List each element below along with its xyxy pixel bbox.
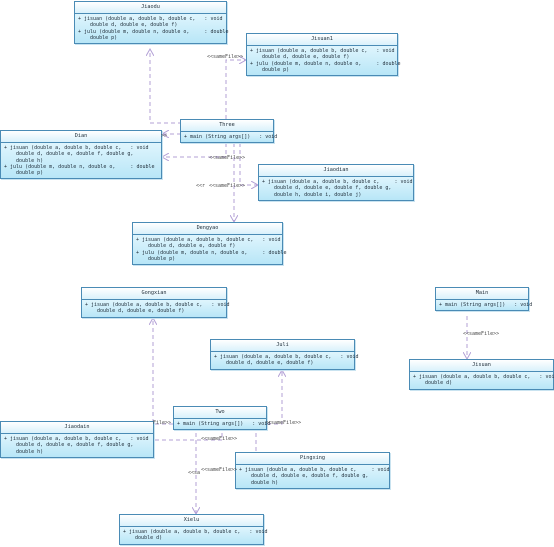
- method: + main (String args[]) : void: [177, 421, 271, 427]
- stereotype-label-fragment: <<sa: [188, 470, 201, 476]
- edge-two-juli: [267, 370, 282, 425]
- edge-three-dian-2: [162, 143, 227, 157]
- class-name: Jisuan1: [247, 34, 397, 46]
- class-name: Dian: [1, 131, 161, 143]
- method-list: + jisuan (double a, double b, double c, …: [211, 352, 359, 369]
- class-name: Jiaodian: [259, 165, 413, 177]
- class-juli[interactable]: Juli + jisuan (double a, double b, doubl…: [210, 339, 359, 370]
- stereotype-label: <<sameFile>>: [463, 331, 500, 337]
- edge-two-jiaodain: [125, 433, 223, 440]
- method: + jisuan (double a, double b, double c, …: [262, 179, 413, 198]
- class-jiaodu[interactable]: Jiaodu + jisuan (double a, double b, dou…: [74, 1, 229, 45]
- method: + julu (double m, double n, double o, : …: [136, 249, 287, 262]
- method-list: + jisuan (double a, double b, double c, …: [1, 143, 161, 179]
- class-name: Two: [174, 407, 266, 419]
- class-name: Jisuan: [410, 360, 553, 372]
- class-gongxian[interactable]: Gongxian + jisuan (double a, double b, d…: [81, 287, 230, 318]
- edge-three-jiaodu: [150, 49, 182, 124]
- method: + julu (double m, double n, double o, : …: [250, 60, 401, 73]
- method: + jisuan (double a, double b, double c, …: [136, 237, 281, 250]
- method-list: + main (String args[]) : void: [436, 300, 533, 311]
- method: + jisuan (double a, double b, double c, …: [85, 302, 230, 315]
- method: + main (String args[]) : void: [439, 302, 533, 308]
- method-list: + main (String args[]) : void: [174, 419, 271, 430]
- method: + jisuan (double a, double b, double c, …: [214, 354, 359, 367]
- method-list: + main (String args[]) : void: [181, 132, 278, 143]
- stereotype-label: <<sameFile>>: [201, 467, 238, 473]
- class-name: Main: [436, 288, 528, 300]
- class-name: Xielu: [120, 515, 263, 527]
- method: + jisuan (double a, double b, double c, …: [4, 436, 149, 455]
- method-list: + jisuan (double a, double b, double c, …: [247, 46, 401, 76]
- method: + julu (double m, double n, double o, : …: [4, 163, 155, 177]
- class-dengyao[interactable]: Dengyao + jisuan (double a, double b, do…: [132, 222, 287, 266]
- method: + jisuan (double a, double b, double c, …: [250, 48, 395, 61]
- stereotype-label: <<sameFile>>: [265, 420, 302, 426]
- method: + jisuan (double a, double b, double c, …: [78, 16, 223, 29]
- stereotype-label: <<sameFile>>: [201, 436, 238, 442]
- method-list: + jisuan (double a, double b, double c, …: [75, 14, 229, 44]
- edge-three-jiaodian: [239, 143, 258, 185]
- class-jiaodain[interactable]: Jiaodain + jisuan (double a, double b, d…: [0, 421, 154, 458]
- class-jisuan[interactable]: Jisuan + jisuan (double a, double b, dou…: [409, 359, 554, 390]
- class-name: Dengyao: [133, 223, 282, 235]
- edge-two-gongxian: [153, 318, 173, 425]
- method: + jisuan (double a, double b, double c, …: [413, 374, 554, 387]
- method-list: + jisuan (double a, double b, double c, …: [120, 527, 268, 544]
- method: + jisuan (double a, double b, double c, …: [4, 145, 149, 164]
- class-jiaodian[interactable]: Jiaodian + jisuan (double a, double b, d…: [258, 164, 414, 201]
- method: + jisuan (double a, double b, double c, …: [123, 529, 268, 542]
- method: + julu (double m, double n, double o, : …: [78, 28, 229, 41]
- stereotype-label: <<sameFile>>: [209, 183, 246, 189]
- method-list: + jisuan (double a, double b, double c, …: [236, 465, 390, 488]
- stereotype-label-fragment: <<r: [196, 183, 206, 189]
- class-jisuan1[interactable]: Jisuan1 + jisuan (double a, double b, do…: [246, 33, 401, 77]
- class-xielu[interactable]: Xielu + jisuan (double a, double b, doub…: [119, 514, 268, 545]
- method: + main (String args[]) : void: [184, 134, 278, 140]
- class-name: Juli: [211, 340, 354, 352]
- stereotype-label: <<sameFile>>: [209, 155, 246, 161]
- stereotype-label: <<sameFile>>: [207, 54, 244, 60]
- class-name: Gongxian: [82, 288, 226, 300]
- method-list: + jisuan (double a, double b, double c, …: [133, 235, 287, 265]
- method: + jisuan (double a, double b, double c, …: [239, 467, 390, 486]
- class-main[interactable]: Main + main (String args[]) : void: [435, 287, 533, 312]
- class-two[interactable]: Two + main (String args[]) : void: [173, 406, 271, 431]
- class-name: Three: [181, 120, 273, 132]
- stereotype-label: File>>: [153, 420, 172, 426]
- class-dian[interactable]: Dian + jisuan (double a, double b, doubl…: [0, 130, 162, 180]
- class-three[interactable]: Three + main (String args[]) : void: [180, 119, 278, 144]
- edge-three-jisuan1: [225, 60, 246, 119]
- class-name: Jiaodu: [75, 2, 226, 14]
- class-pingxing[interactable]: Pingxing + jisuan (double a, double b, d…: [235, 452, 390, 489]
- class-name: Jiaodain: [1, 422, 153, 434]
- stereotype-label: >>: [161, 133, 168, 139]
- method-list: + jisuan (double a, double b, double c, …: [1, 434, 153, 457]
- class-name: Pingxing: [236, 453, 389, 465]
- method-list: + jisuan (double a, double b, double c, …: [410, 372, 554, 389]
- method-list: + jisuan (double a, double b, double c, …: [259, 177, 413, 200]
- method-list: + jisuan (double a, double b, double c, …: [82, 300, 230, 317]
